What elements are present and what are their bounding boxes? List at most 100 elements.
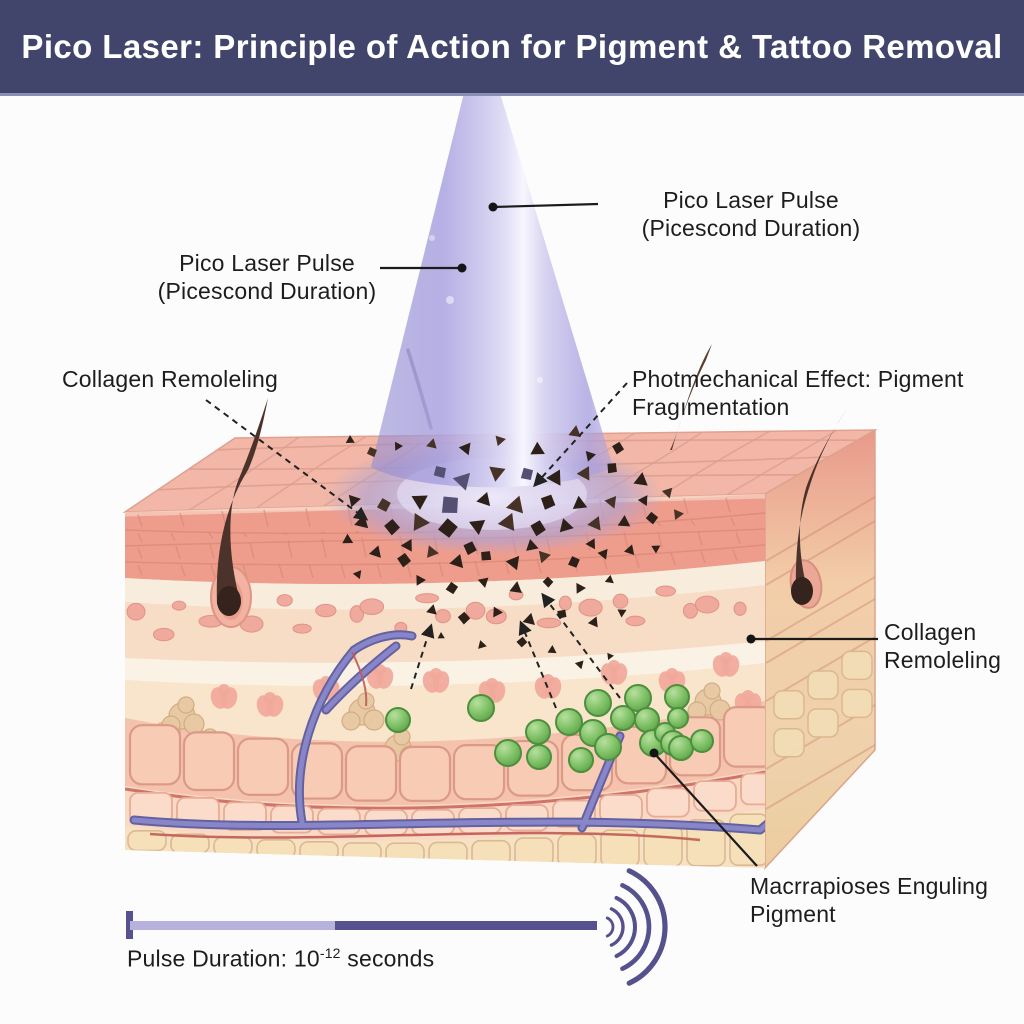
leader-macrophages [653, 752, 758, 867]
pigment-fragment [617, 515, 631, 527]
pigment-fragment [476, 491, 491, 507]
pigment-fragment [607, 652, 614, 660]
pigment-fragment [587, 516, 601, 531]
pigment-fragment [452, 472, 471, 491]
pigment-fragment [526, 538, 539, 551]
pigment-fragment [546, 469, 561, 486]
title-banner: Pico Laser: Principle of Action for Pigm… [0, 0, 1024, 96]
pigment-fragment [509, 581, 522, 593]
hair-left [216, 398, 268, 604]
leader-dot [488, 202, 498, 212]
pigment-fragment [489, 466, 506, 482]
pigment-fragment [426, 438, 437, 449]
pigment-fragment [661, 487, 673, 499]
pigment-fragment [538, 550, 551, 564]
pigment-fragment [416, 574, 426, 586]
pigment-fragment [516, 636, 528, 648]
skin-cross-section [122, 428, 878, 870]
arrow-uptake-3 [410, 623, 435, 690]
arrow-collagen-left [205, 399, 369, 521]
macrophage-cell [526, 744, 552, 770]
pigment-fragment [493, 606, 503, 618]
pigment-fragment [413, 513, 430, 531]
pigment-fragment [384, 519, 400, 536]
pigment-fragment [368, 545, 381, 558]
pigment-fragment [433, 465, 447, 479]
pigment-fragment [542, 576, 554, 588]
macrophage-cell [584, 689, 612, 717]
pigment-fragment [651, 545, 661, 554]
pigment-fragment [587, 616, 598, 628]
pigment-fragment [427, 545, 439, 558]
leader-dot [457, 263, 467, 273]
pigment-fragment [348, 494, 361, 508]
pigment-fragment [530, 441, 545, 455]
skin-right-face [764, 428, 876, 870]
pigment-fragment [411, 495, 428, 510]
pigment-fragment [505, 495, 524, 514]
label-pulse-duration: Pulse Duration: 10-12 seconds [127, 945, 435, 972]
label-macrophages-engulfing: Macrrapioses Enguling Pigment [750, 873, 989, 927]
macrophage-cell [690, 729, 714, 753]
arrow-uptake-2 [518, 620, 557, 709]
skin-front-face [125, 494, 765, 868]
pigment-fragment [612, 441, 625, 455]
pigment-fragment [559, 518, 574, 533]
hair-right [795, 410, 846, 592]
pigment-fragment [574, 660, 584, 670]
pigment-fragment [520, 467, 534, 481]
label-collagen-remodeling-right: Collagen Remoleling [884, 619, 1002, 673]
label-photomechanical-effect: Photmechanical Effect: Pigment Fragıment… [632, 366, 964, 420]
pigment-fragment [673, 509, 684, 520]
pigment-fragment [623, 544, 635, 556]
macrophage-cell [494, 739, 522, 767]
pigment-fragments [342, 425, 684, 670]
pigment-fragment [633, 472, 648, 486]
macrophage-cell [594, 733, 622, 761]
pigment-fragment [585, 450, 597, 462]
hair-bulb-left [217, 586, 241, 616]
pigment-fragment [449, 553, 464, 569]
pigment-fragment [352, 570, 362, 580]
pigment-fragment [457, 611, 471, 625]
pigment-fragment [342, 533, 354, 544]
pigment-fragment [597, 548, 608, 560]
macrophage-cells [385, 684, 714, 773]
pigment-fragment [445, 581, 459, 595]
macrophage-cell [668, 735, 694, 761]
pigment-fragment [345, 435, 355, 443]
pigment-fragment [547, 645, 557, 654]
pigment-fragment [505, 555, 520, 571]
pigment-fragment [463, 541, 477, 556]
label-pico-laser-pulse-right: Pico Laser Pulse (Picescond Duration) [641, 187, 861, 241]
pigment-fragment [530, 520, 546, 537]
pigment-fragment [481, 551, 492, 561]
macrophage-cell [467, 694, 495, 722]
macrophage-cell [568, 747, 594, 773]
leader-dot [746, 634, 756, 644]
leader-dot [649, 748, 659, 758]
pigment-fragment [604, 496, 617, 509]
shockwave-icon [605, 868, 668, 986]
annotation-lines [205, 202, 878, 867]
macrophage-cell [667, 707, 689, 729]
pigment-fragment [572, 495, 588, 510]
pigment-fragment [585, 538, 595, 550]
pigment-fragment [395, 441, 403, 451]
pigment-fragment [637, 495, 648, 506]
pigment-fragment [607, 463, 617, 474]
pigment-fragment [437, 632, 445, 639]
pigment-fragment [540, 494, 556, 510]
page-title: Pico Laser: Principle of Action for Pigm… [21, 27, 1003, 65]
label-collagen-remodeling-left: Collagen Remoleling [62, 366, 279, 392]
pigment-fragment [478, 640, 487, 649]
macrophage-cell [525, 719, 551, 745]
macrophage-cell [555, 708, 583, 736]
pigment-fragment [576, 466, 590, 481]
hair-bulb-right [791, 577, 813, 605]
pigment-fragment [426, 604, 437, 615]
macrophage-cell [385, 707, 411, 733]
arrow-photomechanical [533, 382, 628, 488]
